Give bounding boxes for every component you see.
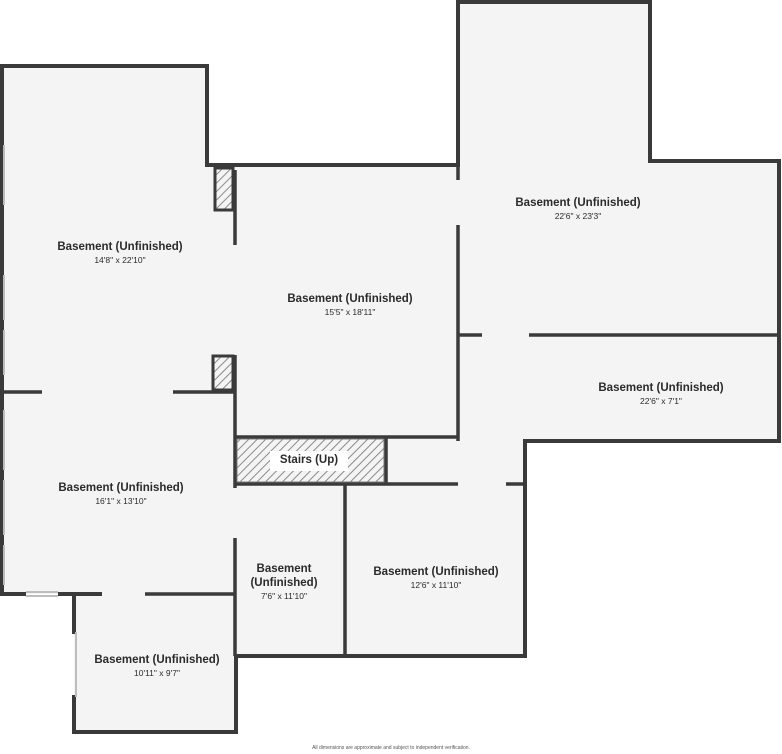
room-name: Basement (Unfinished) <box>287 293 413 305</box>
room-name: Basement (Unfinished) <box>57 241 183 253</box>
room-dimensions: 14'8" x 22'10" <box>94 255 146 265</box>
room-label-5: Basement (Unfinished) 16'1" x 13'10" <box>58 481 183 507</box>
stairs-label-bg <box>270 451 348 471</box>
interior-walls <box>2 165 779 656</box>
room-name: Basement (Unfinished) <box>515 197 641 209</box>
chimney-upper <box>213 166 235 212</box>
room-name: Basement (Unfinished) <box>598 382 724 394</box>
room-label-6: Basement (Unfinished) 7'6" x 11'10" <box>250 562 317 602</box>
room-dimensions: 7'6" x 11'10" <box>260 591 307 601</box>
room-label-4: Basement (Unfinished) 22'6" x 7'1" <box>598 381 723 407</box>
room-dimensions: 10'11" x 9'7" <box>134 668 180 678</box>
room-dimensions: 22'6" x 7'1" <box>640 396 682 406</box>
room-dimensions: 15'5" x 18'11" <box>324 307 376 317</box>
room-name-line2: (Unfinished) <box>250 577 318 589</box>
room-name: Basement (Unfinished) <box>94 654 220 666</box>
room-label-2: Basement (Unfinished) 15'5" x 18'11" <box>287 292 412 318</box>
room-label-8: Basement (Unfinished) 10'11" x 9'7" <box>94 653 219 679</box>
floor-area <box>2 2 779 732</box>
room-label-1: Basement (Unfinished) 14'8" x 22'10" <box>57 240 182 266</box>
room-label-3: Basement (Unfinished) 22'6" x 23'3" <box>515 196 640 222</box>
room-name: Basement (Unfinished) <box>58 482 184 494</box>
room-name-line1: Basement <box>256 563 312 575</box>
stairs-label: Stairs (Up) <box>279 454 339 466</box>
room-dimensions: 12'6" x 11'10" <box>410 580 462 590</box>
room-dimensions: 16'1" x 13'10" <box>95 496 147 506</box>
exterior-walls <box>0 0 781 734</box>
chimney-lower <box>211 354 235 392</box>
room-label-7: Basement (Unfinished) 12'6" x 11'10" <box>373 565 498 591</box>
room-dimensions: 22'6" x 23'3" <box>554 211 602 221</box>
room-name: Basement (Unfinished) <box>373 566 499 578</box>
disclaimer: All dimensions are approximate and subje… <box>312 745 470 751</box>
